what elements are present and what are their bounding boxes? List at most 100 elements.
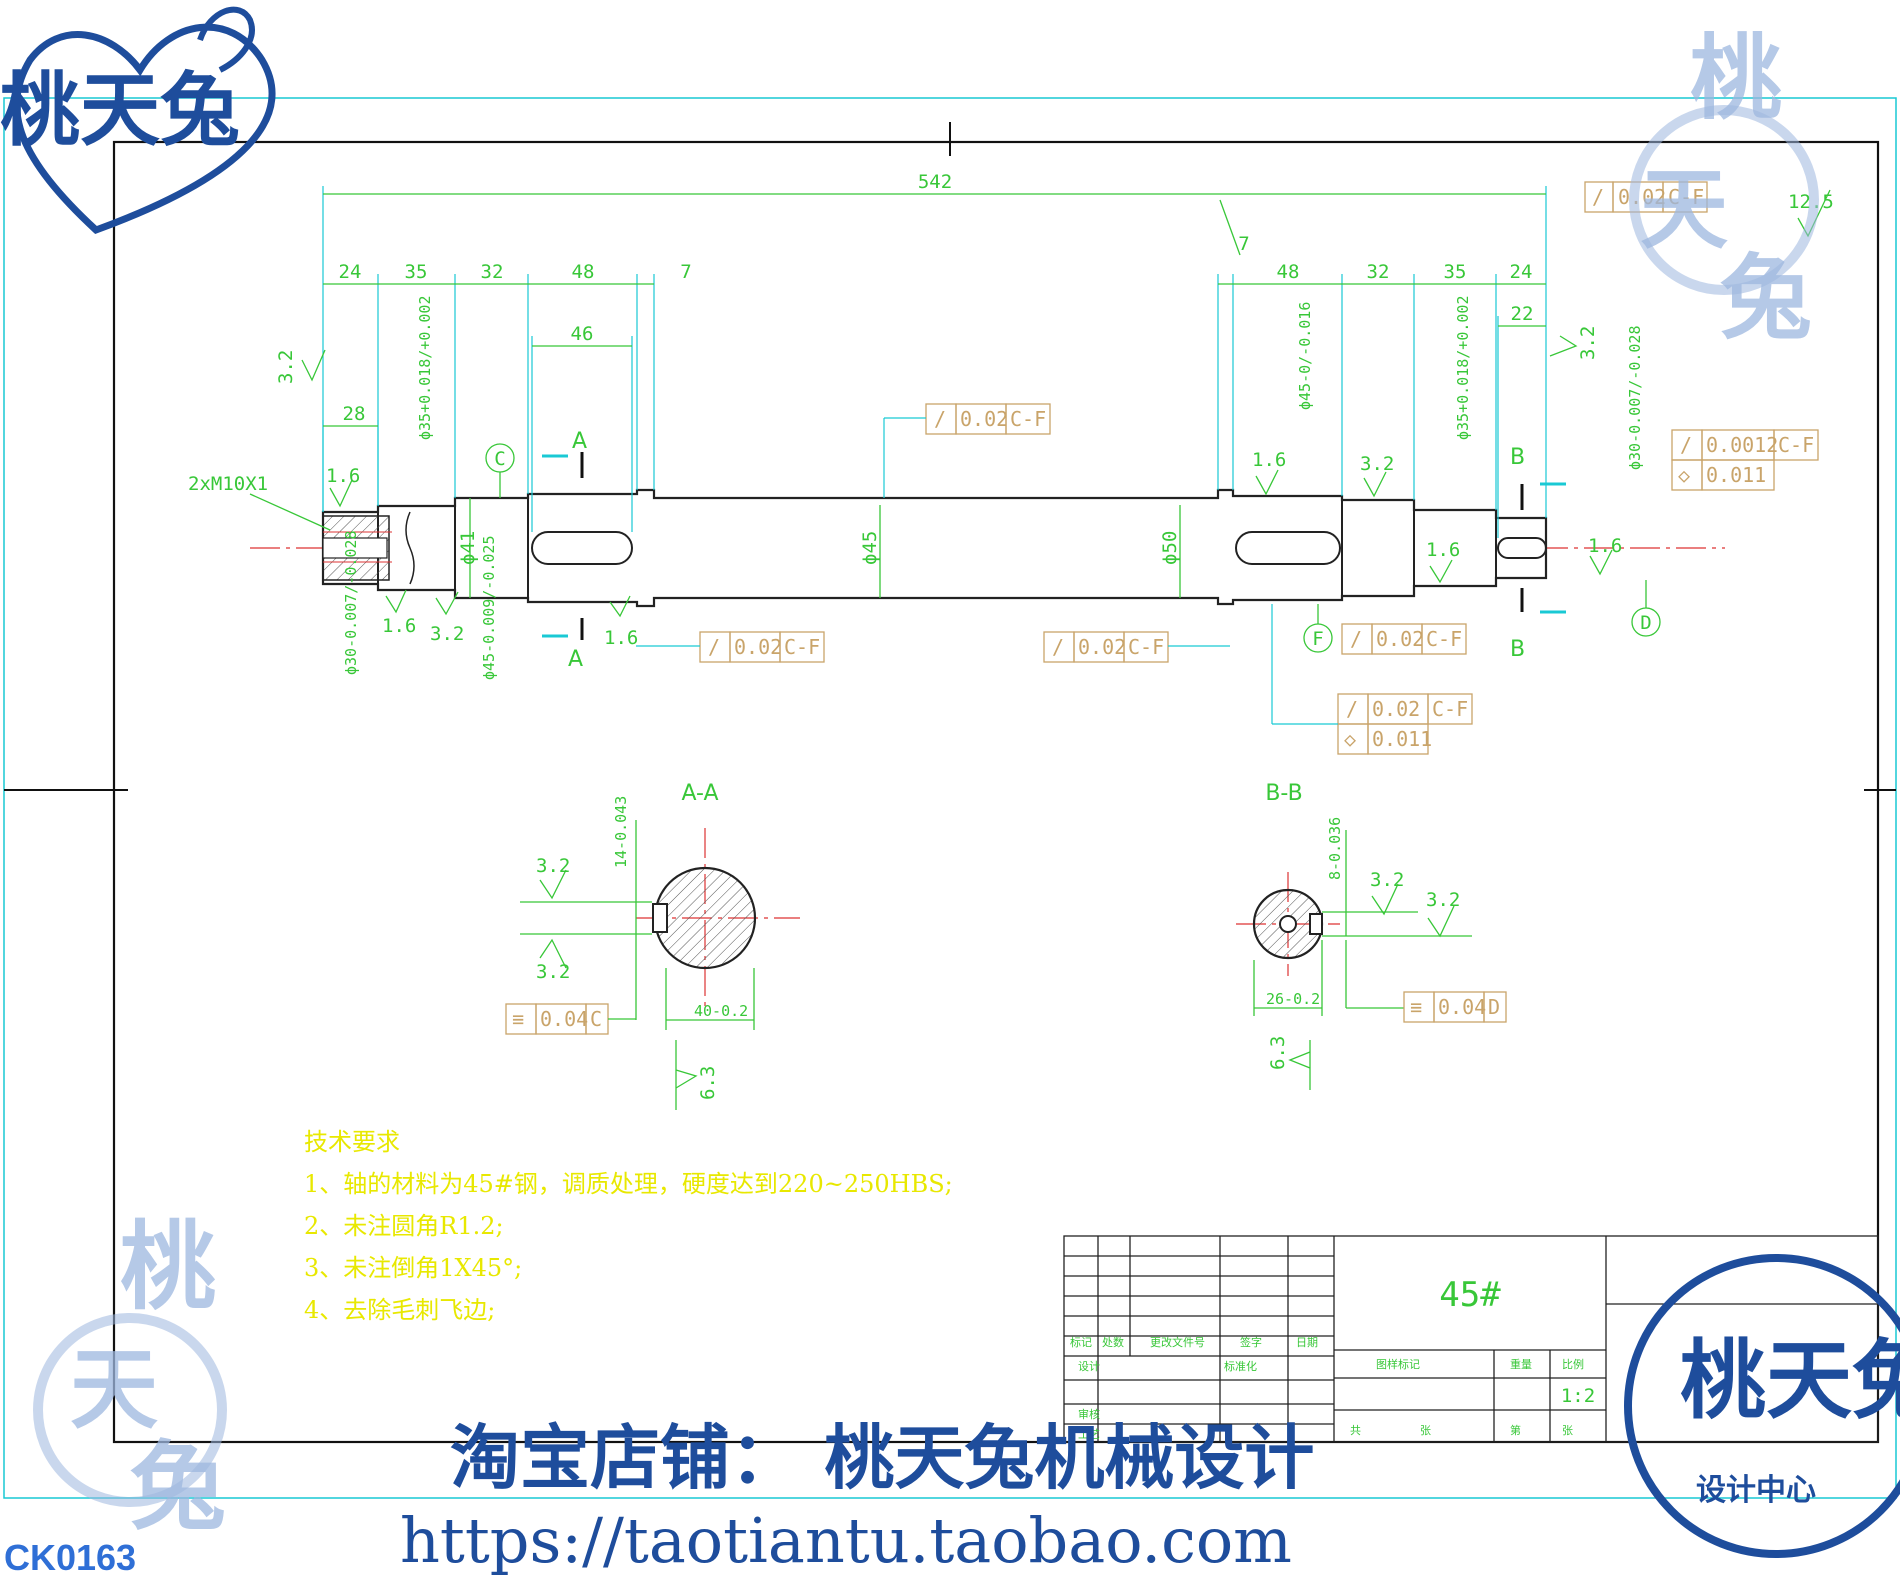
shaft-main-view <box>250 488 1725 608</box>
dim-left-2: 35 <box>405 261 428 283</box>
tb-check: 审核 <box>1078 1407 1100 1421</box>
tolerance-frame-mid-top: / 0.02 C-F <box>883 403 1051 498</box>
left-segment-dims: 24 35 32 48 7 <box>339 261 692 283</box>
brand-logo-text: 桃天兔 <box>0 64 240 157</box>
tolerance-frame-left-bottom: / 0.02 C-F <box>636 631 825 663</box>
inner-frame <box>112 140 1880 1444</box>
aa-roughness-bottom: 3.2 <box>536 961 570 983</box>
svg-text:/: / <box>1680 433 1692 457</box>
pale-top-3: 兔 <box>1720 244 1812 352</box>
dim-d41: ϕ41 <box>457 531 479 565</box>
aa-depth: 40-0.2 <box>694 1002 748 1020</box>
roughness-left-bottom-2: 3.2 <box>430 623 464 645</box>
runout-stack-value: 0.02 <box>1372 697 1420 721</box>
datum-d: D <box>1640 612 1651 634</box>
datum-f: F <box>1312 628 1323 650</box>
dim-d35-left: ϕ35+0.018/+0.002 <box>416 296 434 441</box>
roughness-right-top-2: 3.2 <box>1360 453 1394 475</box>
aa-roughness-side: 6.3 <box>697 1066 719 1100</box>
dim-left-3: 32 <box>481 261 504 283</box>
runout-left-bottom-value: 0.02 <box>734 635 782 659</box>
runout-fine-datum: C-F <box>1778 433 1814 457</box>
svg-text:≡: ≡ <box>1410 995 1422 1019</box>
dim-keyway-right-end: 22 <box>1511 303 1534 325</box>
section-bb-title: B-B <box>1265 781 1302 806</box>
svg-text:≡: ≡ <box>512 1007 524 1031</box>
brand-logo-top-left: 桃天兔 <box>0 6 276 235</box>
title-block <box>1063 1235 1879 1443</box>
bb-symmetry-value: 0.04 <box>1438 995 1486 1019</box>
tolerance-frame-mid-bottom: / 0.02 C-F <box>1043 631 1230 663</box>
tech-item-2: 2、未注圆角R1.2; <box>304 1212 504 1240</box>
runout-f-datum: C-F <box>1426 627 1462 651</box>
pale-bottom-2: 天 <box>70 1337 158 1441</box>
pale-bottom-3: 兔 <box>130 1430 226 1543</box>
cyl-stack-value: 0.011 <box>1372 727 1432 751</box>
tb-unit: 第 <box>1510 1423 1521 1437</box>
runout-mid-bottom-value: 0.02 <box>1078 635 1126 659</box>
aa-symmetry-frame: ≡ 0.04 C <box>505 1003 636 1035</box>
datum-c: C <box>494 448 505 470</box>
tb-change: 更改文件号 <box>1150 1335 1205 1349</box>
tb-page: 张 <box>1420 1424 1431 1437</box>
bb-roughness-1: 3.2 <box>1370 869 1404 891</box>
extension-lines <box>322 186 1547 538</box>
svg-text:/: / <box>708 635 720 659</box>
cyl-fine-value: 0.011 <box>1706 463 1766 487</box>
section-a-bottom: A <box>568 647 583 672</box>
tolerance-frame-right-stack: / 0.02 C-F ◇ 0.011 <box>1271 604 1473 755</box>
datum-tags: C F D <box>485 443 1661 653</box>
section-a-top: A <box>572 429 587 454</box>
svg-text:/: / <box>934 407 946 431</box>
runout-mid-top-datum: C-F <box>1010 407 1046 431</box>
roughness-symbols: 3.2 1.6 1.6 3.2 1.6 1.6 3.2 1.6 1.6 3.2 … <box>275 189 1834 649</box>
pale-seal-top-right: 桃 天 兔 <box>1629 24 1819 352</box>
dimension-lines <box>323 193 1546 598</box>
roughness-left-bottom-1: 1.6 <box>382 615 416 637</box>
dim-d30-left: ϕ30-0.007/-0.028 <box>342 531 360 676</box>
dim-overall: 542 <box>918 171 952 193</box>
dim-left-4: 48 <box>572 261 595 283</box>
bb-depth: 26-0.2 <box>1266 990 1320 1008</box>
roughness-left-top: 3.2 <box>275 350 297 384</box>
aa-symmetry-value: 0.04 <box>540 1007 588 1031</box>
tb-zhang: 张 <box>1562 1424 1573 1437</box>
url-line: https://taotiantu.taobao.com <box>400 1504 1292 1577</box>
runout-fine-value: 0.0012 <box>1706 433 1778 457</box>
dim-right-4: 35 <box>1444 261 1467 283</box>
runout-left-bottom-datum: C-F <box>784 635 820 659</box>
runout-value: 0.02 <box>1618 185 1666 209</box>
bb-symmetry-datum: D <box>1488 995 1500 1019</box>
section-aa: A-A 3.2 3.2 14-0.043 40-0.2 6.3 ≡ 0.04 C <box>505 781 800 1110</box>
roughness-right-mid: 1.6 <box>1426 539 1460 561</box>
stamp-sub: 设计中心 <box>1696 1473 1816 1508</box>
pale-seal-bottom-left: 桃 天 兔 <box>33 1210 227 1543</box>
section-b-bottom: B <box>1510 637 1525 662</box>
tech-item-3: 3、未注倒角1X45°; <box>304 1254 522 1282</box>
svg-text:/: / <box>1592 185 1604 209</box>
section-bb: B-B 3.2 3.2 8-0.036 26-0.2 6.3 ≡ 0.04 <box>1236 781 1507 1090</box>
dim-d45-tol-left: ϕ45-0.009/-0.025 <box>480 536 498 681</box>
tb-weight: 重量 <box>1510 1357 1532 1371</box>
section-markers: A A B B <box>542 429 1566 672</box>
tb-sign: 签字 <box>1240 1335 1262 1349</box>
outer-frame <box>3 97 1897 1499</box>
dim-keyway-left: 46 <box>571 323 594 345</box>
tb-process: 工艺 <box>1078 1428 1100 1441</box>
dim-d30-right: ϕ30-0.007/-0.028 <box>1626 326 1644 471</box>
roughness-left-stub: 1.6 <box>326 465 360 487</box>
runout-stack-datum: C-F <box>1432 697 1468 721</box>
dim-left-5: 7 <box>680 261 691 283</box>
runout-mid-bottom-datum: C-F <box>1128 635 1164 659</box>
dim-left-1: 24 <box>339 261 362 283</box>
thread-callout: 2xM10X1 <box>188 473 268 495</box>
pale-top-2: 天 <box>1640 157 1728 261</box>
roughness-mid-bottom: 1.6 <box>604 627 638 649</box>
tb-stage: 图样标记 <box>1376 1357 1420 1371</box>
svg-text:/: / <box>1346 697 1358 721</box>
tolerance-frame-far-right: / 0.0012 C-F ◇ 0.011 <box>1671 429 1819 491</box>
shop-line: 淘宝店铺： 桃天兔机械设计 <box>450 1416 1314 1499</box>
technical-requirements: 技术要求 1、轴的材料为45#钢，调质处理，硬度达到220~250HBS; 2、… <box>304 1128 953 1324</box>
roughness-right-top-1: 1.6 <box>1252 449 1286 471</box>
